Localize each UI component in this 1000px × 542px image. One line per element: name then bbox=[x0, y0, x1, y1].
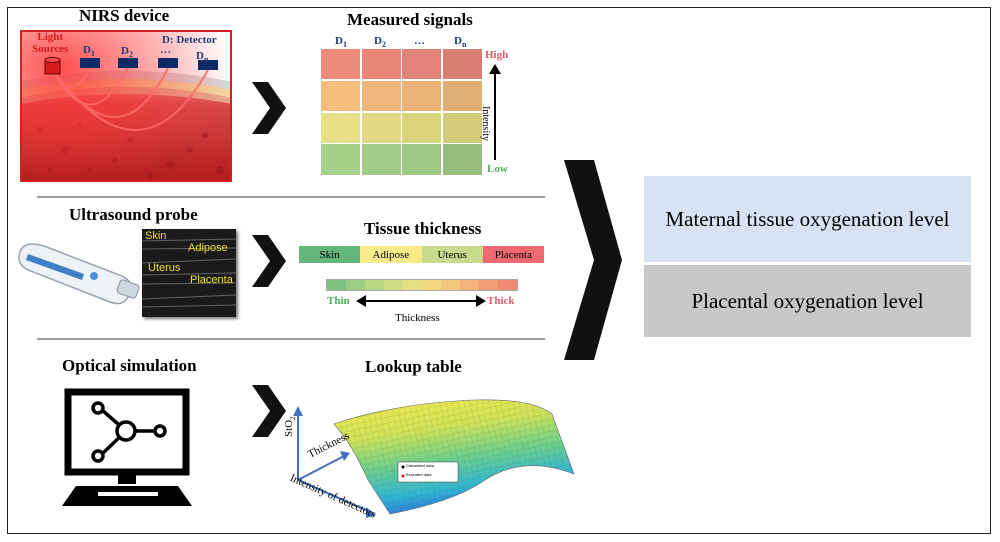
signals-col-4-label: Dn bbox=[454, 35, 467, 50]
signal-cell bbox=[402, 112, 441, 143]
nirs-detector-1-label: D1 bbox=[83, 44, 95, 59]
ultrasound-title: Ultrasound probe bbox=[69, 205, 198, 224]
thickness-scale-step bbox=[460, 280, 479, 290]
thickness-scale-step bbox=[365, 280, 384, 290]
us-label-adipose: Adipose bbox=[188, 242, 228, 254]
thickness-color-scale bbox=[326, 279, 518, 291]
arrow-ultrasound-to-thickness bbox=[252, 235, 286, 287]
simulation-title: Optical simulation bbox=[62, 356, 197, 375]
low-label: Low bbox=[487, 163, 508, 175]
intensity-arrow bbox=[489, 64, 501, 160]
signal-cell bbox=[361, 112, 401, 143]
thickness-label: Thickness bbox=[395, 312, 440, 324]
placental-oxygenation-box: Placental oxygenation level bbox=[644, 265, 971, 337]
signal-cell bbox=[321, 144, 360, 175]
signal-cell bbox=[442, 112, 482, 143]
arrow-nirs-to-signals bbox=[252, 82, 286, 134]
signals-title: Measured signals bbox=[347, 10, 473, 29]
light-sources-line-1: Light bbox=[37, 31, 64, 43]
computer-network-icon bbox=[62, 388, 192, 506]
tissue-segment-uterus: Uterus bbox=[421, 246, 483, 263]
us-label-placenta: Placenta bbox=[190, 274, 233, 286]
signal-cell bbox=[321, 112, 360, 143]
us-label-uterus: Uterus bbox=[148, 262, 181, 274]
maternal-oxygenation-box: Maternal tissue oxygenation level bbox=[644, 176, 971, 262]
thickness-scale-step bbox=[479, 280, 498, 290]
signals-col-1-label: D1 bbox=[335, 35, 347, 50]
nirs-device-illustration bbox=[20, 30, 232, 182]
us-label-skin: Skin bbox=[145, 230, 167, 242]
lookup-legend-excluded: Excluded data bbox=[406, 472, 432, 477]
tissue-segment-placenta: Placenta bbox=[482, 246, 544, 263]
nirs-detector-n-label: Dn bbox=[196, 50, 209, 65]
thickness-scale-step bbox=[403, 280, 422, 290]
tissue-segment-adipose: Adipose bbox=[360, 246, 422, 263]
thickness-scale-step bbox=[441, 280, 460, 290]
thickness-scale-step bbox=[384, 280, 403, 290]
detector-note: D: Detector bbox=[162, 34, 217, 46]
signal-cell bbox=[361, 144, 401, 175]
signal-cell bbox=[361, 80, 401, 111]
arrow-to-results bbox=[564, 160, 622, 360]
separator-1 bbox=[37, 196, 545, 198]
nirs-detector-ellipsis-label: … bbox=[160, 44, 171, 56]
signal-heatmap bbox=[321, 49, 483, 176]
signals-col-2-label: D2 bbox=[374, 35, 386, 50]
ultrasound-probe-icon bbox=[18, 243, 140, 305]
lookup-legend-calculated: Calculated data bbox=[406, 463, 434, 468]
ultrasound-image: Skin Adipose Uterus Placenta bbox=[142, 229, 236, 317]
thickness-scale-step bbox=[422, 280, 441, 290]
signal-cell bbox=[442, 49, 482, 80]
nirs-title: NIRS device bbox=[79, 6, 170, 25]
signal-cell bbox=[402, 80, 441, 111]
separator-2 bbox=[37, 338, 545, 340]
light-sources-line-2: Sources bbox=[32, 43, 69, 55]
axis-sto2-label: StO2 bbox=[283, 416, 298, 437]
thick-label: Thick bbox=[487, 295, 515, 307]
intensity-label: Intensity bbox=[480, 106, 491, 141]
nirs-detector-2-label: D2 bbox=[121, 45, 133, 60]
high-label: High bbox=[485, 49, 509, 61]
figure-frame bbox=[7, 7, 991, 534]
thickness-scale-step bbox=[346, 280, 365, 290]
signal-cell bbox=[321, 49, 360, 80]
tissue-segment-skin: Skin bbox=[299, 246, 361, 263]
lookup-surface-plot bbox=[293, 399, 575, 518]
signals-col-3-label: … bbox=[414, 35, 425, 47]
signal-cell bbox=[442, 80, 482, 111]
thin-label: Thin bbox=[327, 295, 350, 307]
thickness-scale-step bbox=[498, 280, 517, 290]
tissue-title: Tissue thickness bbox=[364, 219, 482, 238]
signal-cell bbox=[402, 144, 441, 175]
signal-cell bbox=[442, 144, 482, 175]
signal-cell bbox=[402, 49, 441, 80]
lookup-title: Lookup table bbox=[365, 357, 462, 376]
light-sources-label: Light Sources bbox=[32, 31, 68, 55]
thickness-double-arrow bbox=[356, 295, 486, 307]
signal-cell bbox=[321, 80, 360, 111]
thickness-scale-step bbox=[327, 280, 346, 290]
signal-cell bbox=[361, 49, 401, 80]
arrow-simulation-to-lookup bbox=[252, 385, 286, 437]
